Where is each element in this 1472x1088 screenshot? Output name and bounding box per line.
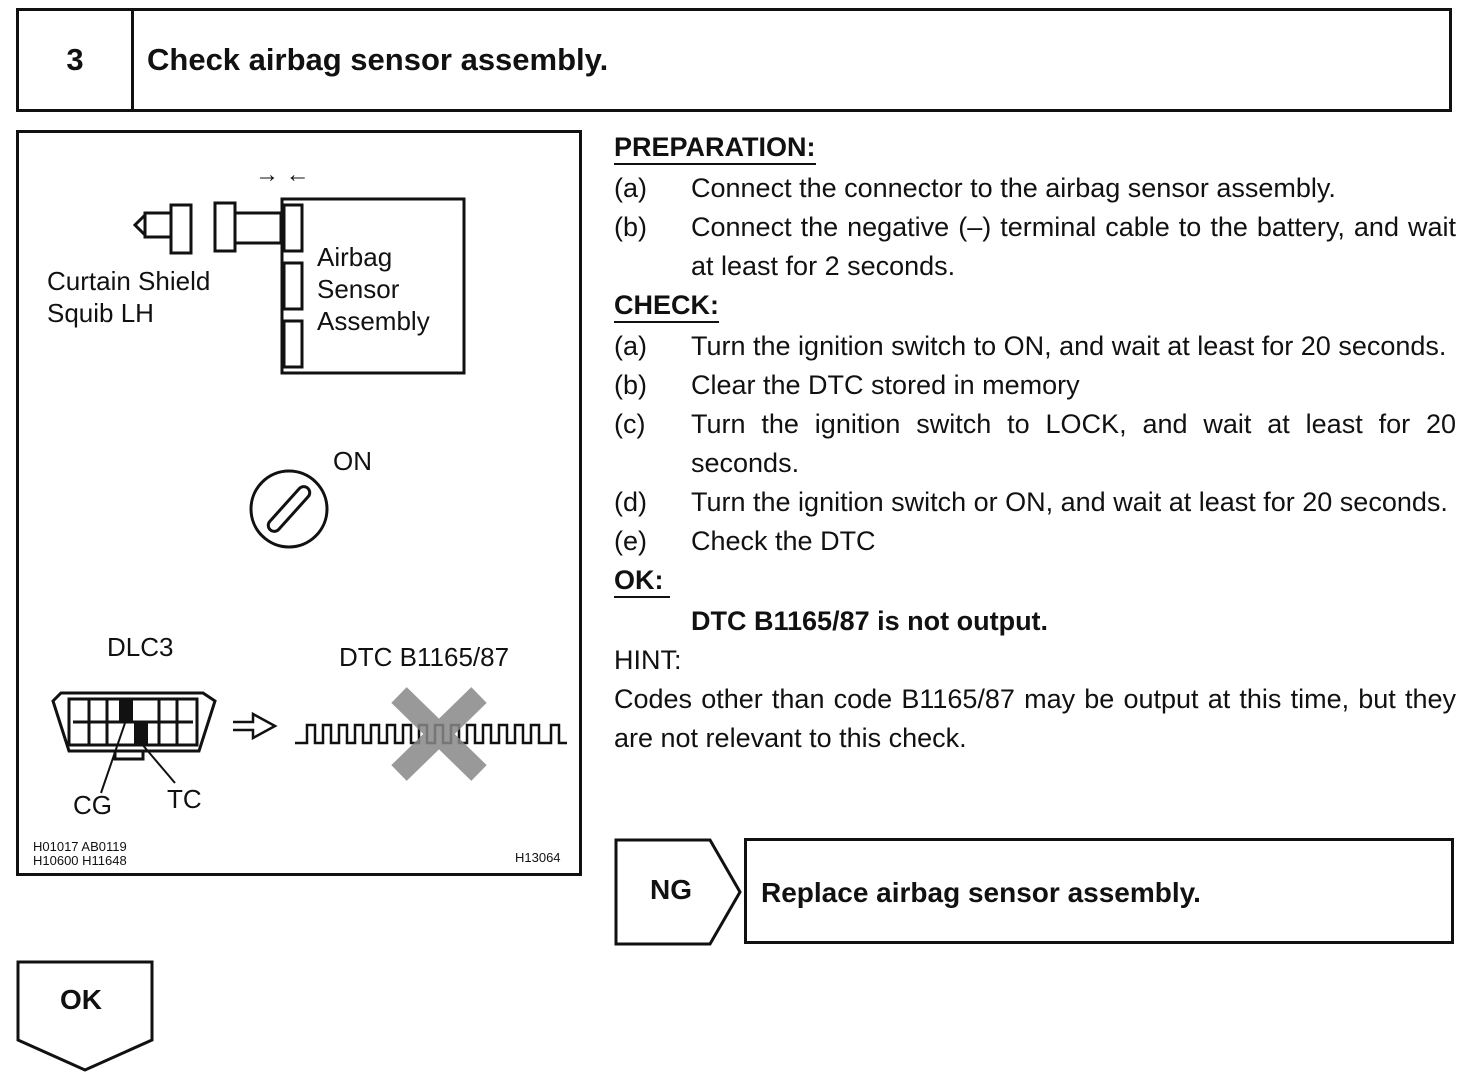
tc-label: TC [167,784,202,814]
sensor-label-line3: Assembly [317,306,430,336]
list-item: (c) Turn the ignition switch to LOCK, an… [614,405,1456,483]
illustration-drawing [51,197,567,794]
cg-label: CG [73,790,112,820]
step-header: 3 Check airbag sensor assembly. [16,8,1452,112]
dtc-label: DTC B1165/87 [339,642,510,672]
sensor-label-line1: Airbag [317,242,393,272]
step-title: Check airbag sensor assembly. [147,42,609,77]
check-heading: CHECK: [614,289,719,323]
item-label: (b) [614,370,647,400]
item-text: Check the DTC [691,526,876,556]
figure-id: H13064 [515,850,561,865]
step-number: 3 [19,11,134,109]
item-label: (c) [614,409,646,439]
dlc3-label: DLC3 [107,632,174,662]
squib-connector-icon [132,203,193,255]
item-label: (b) [614,212,647,242]
sensor-connector-icon [213,201,283,253]
ok-result: DTC B1165/87 is not output. [691,606,1049,636]
ng-action-text: Replace airbag sensor assembly. [761,877,1201,908]
ignition-switch-icon [249,469,329,549]
ref-code-line1: H01017 AB0119 [33,839,127,854]
ok-heading: OK: [614,564,670,598]
item-text: Clear the DTC stored in memory [691,370,1080,400]
item-text: Turn the ignition switch or ON, and wait… [691,487,1448,517]
item-label: (e) [614,526,647,556]
squib-label-line1: Curtain Shield [47,266,211,296]
list-item: (d) Turn the ignition switch or ON, and … [614,483,1456,522]
item-text: Turn the ignition switch to LOCK, and wa… [691,409,1456,478]
item-text: Connect the connector to the airbag sens… [691,173,1336,203]
illustration: → ← Curtain Shield Squib LH Airbag Senso… [16,130,582,876]
dlc3-connector-icon [51,691,217,794]
instructions: PREPARATION: (a) Connect the connector t… [614,128,1456,758]
sensor-label-line2: Sensor [317,274,400,304]
list-item: (b) Clear the DTC stored in memory [614,366,1456,405]
ng-action-box: Replace airbag sensor assembly. [744,838,1454,944]
item-label: (a) [614,173,647,203]
cg-pin-icon [119,700,133,721]
not-output-cross-icon [391,687,487,781]
item-label: (a) [614,331,647,361]
list-item: (a) Turn the ignition switch to ON, and … [614,327,1456,366]
item-text: Turn the ignition switch to ON, and wait… [691,331,1447,361]
preparation-heading: PREPARATION: [614,131,816,165]
output-arrow-icon [233,711,278,741]
hint-heading: HINT: [614,645,682,675]
tc-pin-icon [134,723,148,744]
item-label: (d) [614,487,647,517]
connector-arrows: → ← [255,161,310,188]
squib-label-line2: Squib LH [47,298,154,328]
airbag-sensor-assembly-icon [280,197,466,375]
list-item: (b) Connect the negative (–) terminal ca… [614,208,1456,286]
list-item: (a) Connect the connector to the airbag … [614,169,1456,208]
ng-label: NG [650,874,692,905]
ng-arrow-shape [614,838,742,946]
item-text: Connect the negative (–) terminal cable … [691,212,1456,281]
list-item: (e) Check the DTC [614,522,1456,561]
ref-code-line2: H10600 H11648 [33,853,127,868]
hint-text: Codes other than code B1165/87 may be ou… [614,684,1456,753]
ok-branch-label: OK [60,984,102,1015]
switch-on-label: ON [333,446,372,476]
ok-arrow-shape [16,960,154,1072]
